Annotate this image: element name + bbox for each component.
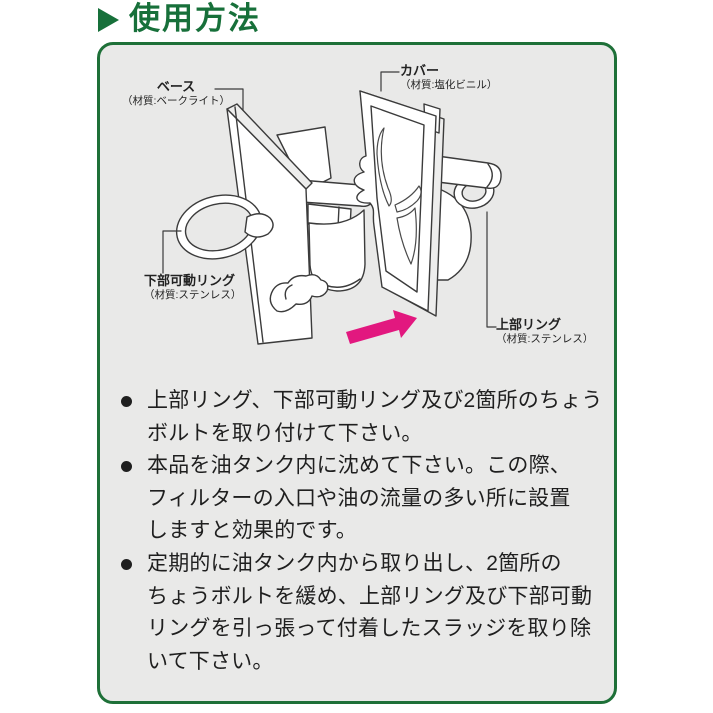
- direction-arrow-icon: [346, 310, 417, 344]
- list-item: 定期的に油タンク内から取り出し、2箇所の ちょうボルトを緩め、上部リング及び下部…: [120, 548, 606, 678]
- list-item: 上部リング、下部可動リング及び2箇所のちょう ボルトを取り付けて下さい。: [120, 385, 606, 450]
- bullet-icon: [121, 461, 132, 473]
- leader-upper-ring: [486, 211, 497, 328]
- label-upper-ring-material: （材質:ステンレス）: [496, 332, 594, 345]
- list-item: 本品を油タンク内に沈めて下さい。この際、 フィルターの入口や油の流量の多い所に設…: [120, 450, 606, 548]
- label-lower-ring-name: 下部可動リング: [144, 273, 236, 288]
- right-bar-cap: [486, 163, 493, 188]
- cover-spokes: [376, 127, 422, 265]
- instruction-text: 本品を油タンク内に沈めて下さい。この際、 フィルターの入口や油の流量の多い所に設…: [147, 454, 571, 543]
- usage-panel: [97, 42, 617, 704]
- label-upper-ring-name: 上部リング: [496, 317, 562, 332]
- instruction-text: 定期的に油タンク内から取り出し、2箇所の ちょうボルトを緩め、上部リング及び下部…: [147, 551, 593, 673]
- label-cover-name: カバー: [400, 63, 440, 78]
- label-cover-material: （材質:塩化ビニル）: [400, 78, 498, 91]
- section-marker-icon: [98, 8, 119, 32]
- leader-cover: [380, 71, 400, 92]
- leader-lines: [162, 71, 497, 328]
- leader-lower-ring: [162, 230, 182, 274]
- lower-ring-clip: [244, 213, 274, 238]
- section-title: 使用方法: [129, 1, 261, 36]
- instruction-text: 上部リング、下部可動リング及び2箇所のちょう ボルトを取り付けて下さい。: [147, 389, 603, 445]
- label-base-name: ベース: [156, 79, 196, 94]
- cover-plate: [353, 90, 437, 312]
- bottom-clip: [269, 273, 329, 313]
- label-base-material: （材質:ベークライト）: [122, 94, 230, 107]
- bullet-icon: [121, 558, 132, 570]
- label-base: ベース （材質:ベークライト）: [116, 79, 236, 107]
- cover-frame-inner: [370, 105, 425, 293]
- leader-base: [214, 88, 244, 111]
- bullet-icon: [121, 396, 132, 407]
- lower-ring: [175, 194, 263, 260]
- instruction-list: 上部リング、下部可動リング及び2箇所のちょう ボルトを取り付けて下さい。 本品を…: [120, 385, 606, 678]
- label-lower-ring-material: （材質:ステンレス）: [144, 288, 242, 301]
- label-cover: カバー （材質:塩化ビニル）: [400, 63, 498, 91]
- label-lower-ring: 下部可動リング （材質:ステンレス）: [144, 273, 242, 301]
- label-upper-ring: 上部リング （材質:ステンレス）: [496, 317, 594, 345]
- right-bar: [428, 154, 502, 189]
- bottom-clip-inner: [284, 284, 293, 300]
